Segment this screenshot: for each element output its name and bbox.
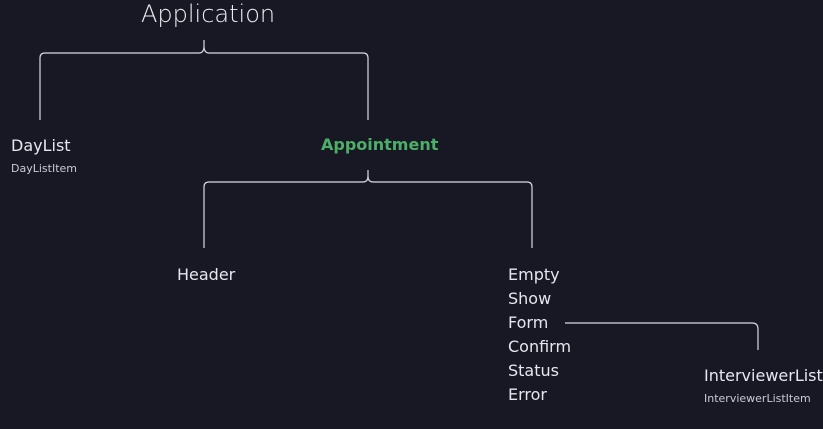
- mode-status: Status: [508, 361, 559, 380]
- appointment-brace: [203, 170, 533, 248]
- interviewerlist-node: InterviewerList: [704, 366, 823, 385]
- interviewerlistitem-node: InterviewerListItem: [704, 392, 811, 405]
- mode-error: Error: [508, 385, 547, 404]
- form-to-interviewerlist-connector: [565, 322, 759, 350]
- application-node: Application: [141, 0, 276, 28]
- mode-form: Form: [508, 313, 549, 332]
- header-node: Header: [177, 265, 236, 284]
- daylistitem-node: DayListItem: [11, 162, 77, 175]
- application-brace: [39, 40, 369, 120]
- daylist-node: DayList: [11, 136, 71, 155]
- mode-empty: Empty: [508, 265, 560, 284]
- appointment-modes-list: Empty Show Form Confirm Status Error: [508, 263, 571, 407]
- appointment-node: Appointment: [321, 135, 439, 154]
- mode-show: Show: [508, 289, 552, 308]
- mode-confirm: Confirm: [508, 337, 572, 356]
